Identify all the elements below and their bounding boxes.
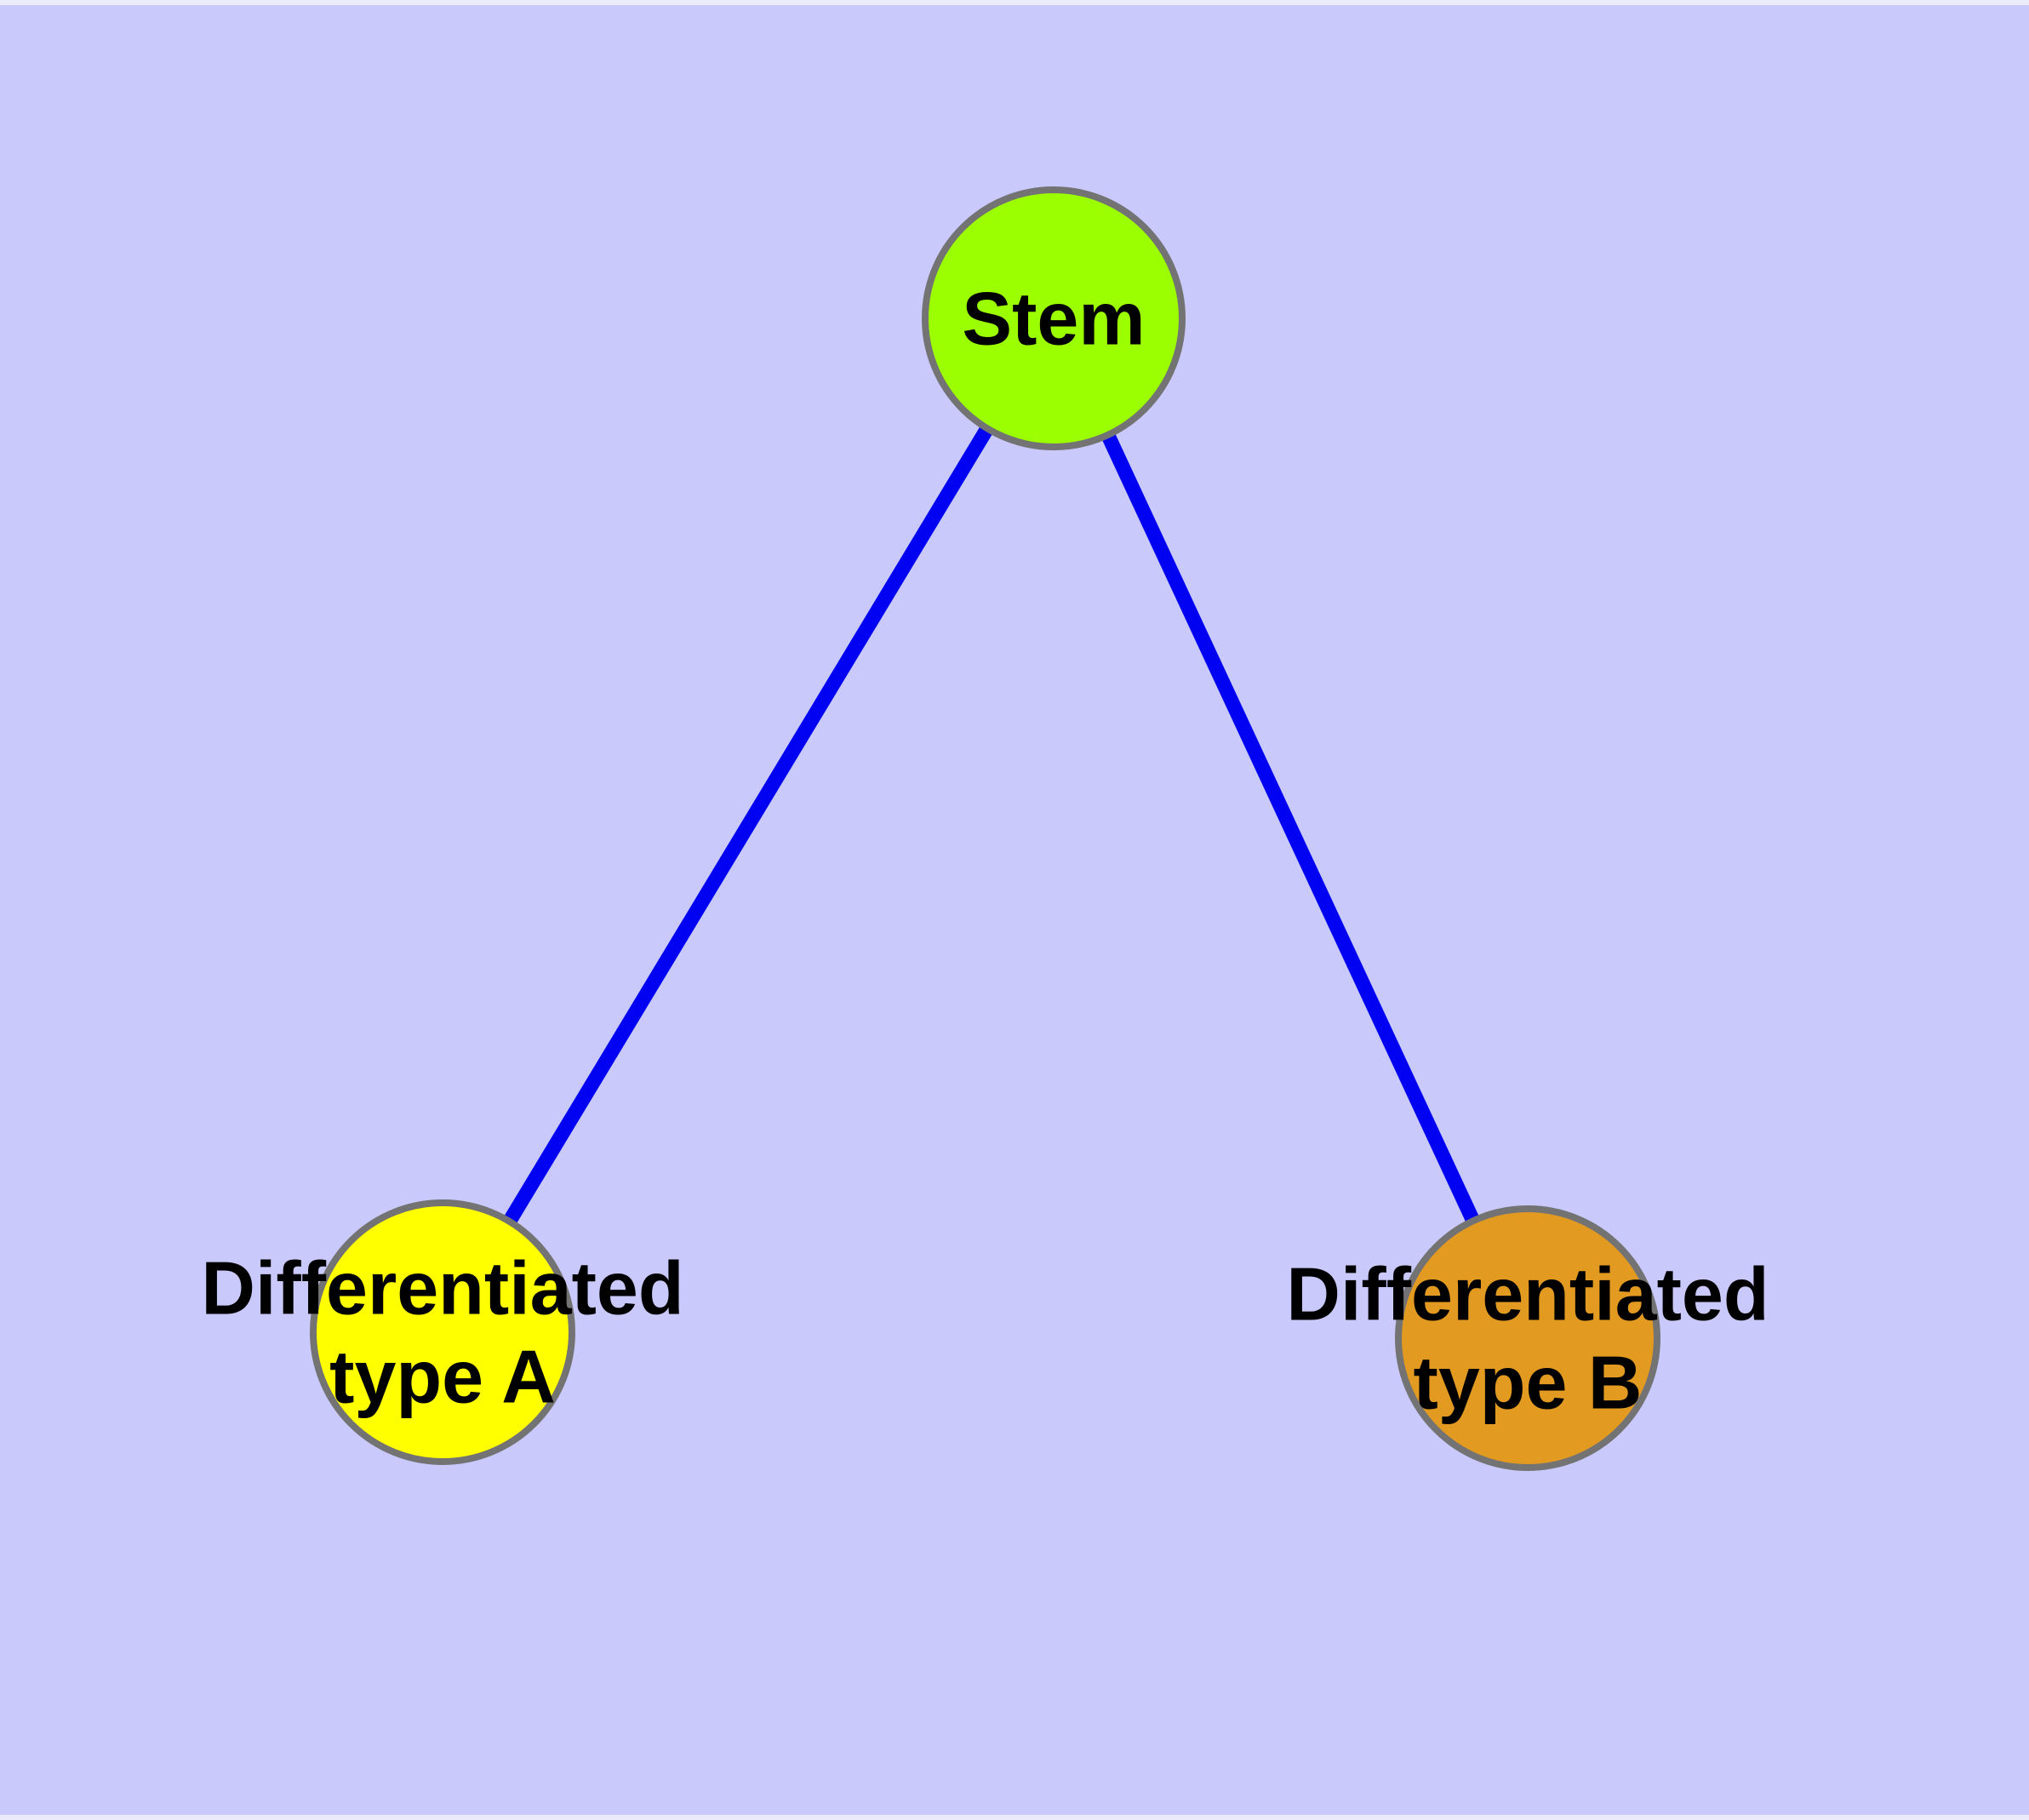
node-type-b-label-line2: type B bbox=[1414, 1341, 1643, 1425]
bottom-margin-strip bbox=[0, 1815, 2029, 1820]
node-stem bbox=[922, 186, 1186, 450]
node-type-a-label-line2: type A bbox=[329, 1335, 556, 1419]
node-type-b bbox=[1395, 1205, 1660, 1471]
edge-stem-to-type-a bbox=[436, 314, 1060, 1336]
edge-stem-to-type-b bbox=[1047, 315, 1535, 1342]
node-type-b-label-line1: Differentiated bbox=[1286, 1252, 1769, 1336]
node-type-a-label-line1: Differentiated bbox=[201, 1246, 683, 1331]
top-margin-strip bbox=[0, 0, 2029, 5]
node-type-a bbox=[310, 1199, 575, 1465]
node-stem-label: Stem bbox=[962, 277, 1145, 361]
